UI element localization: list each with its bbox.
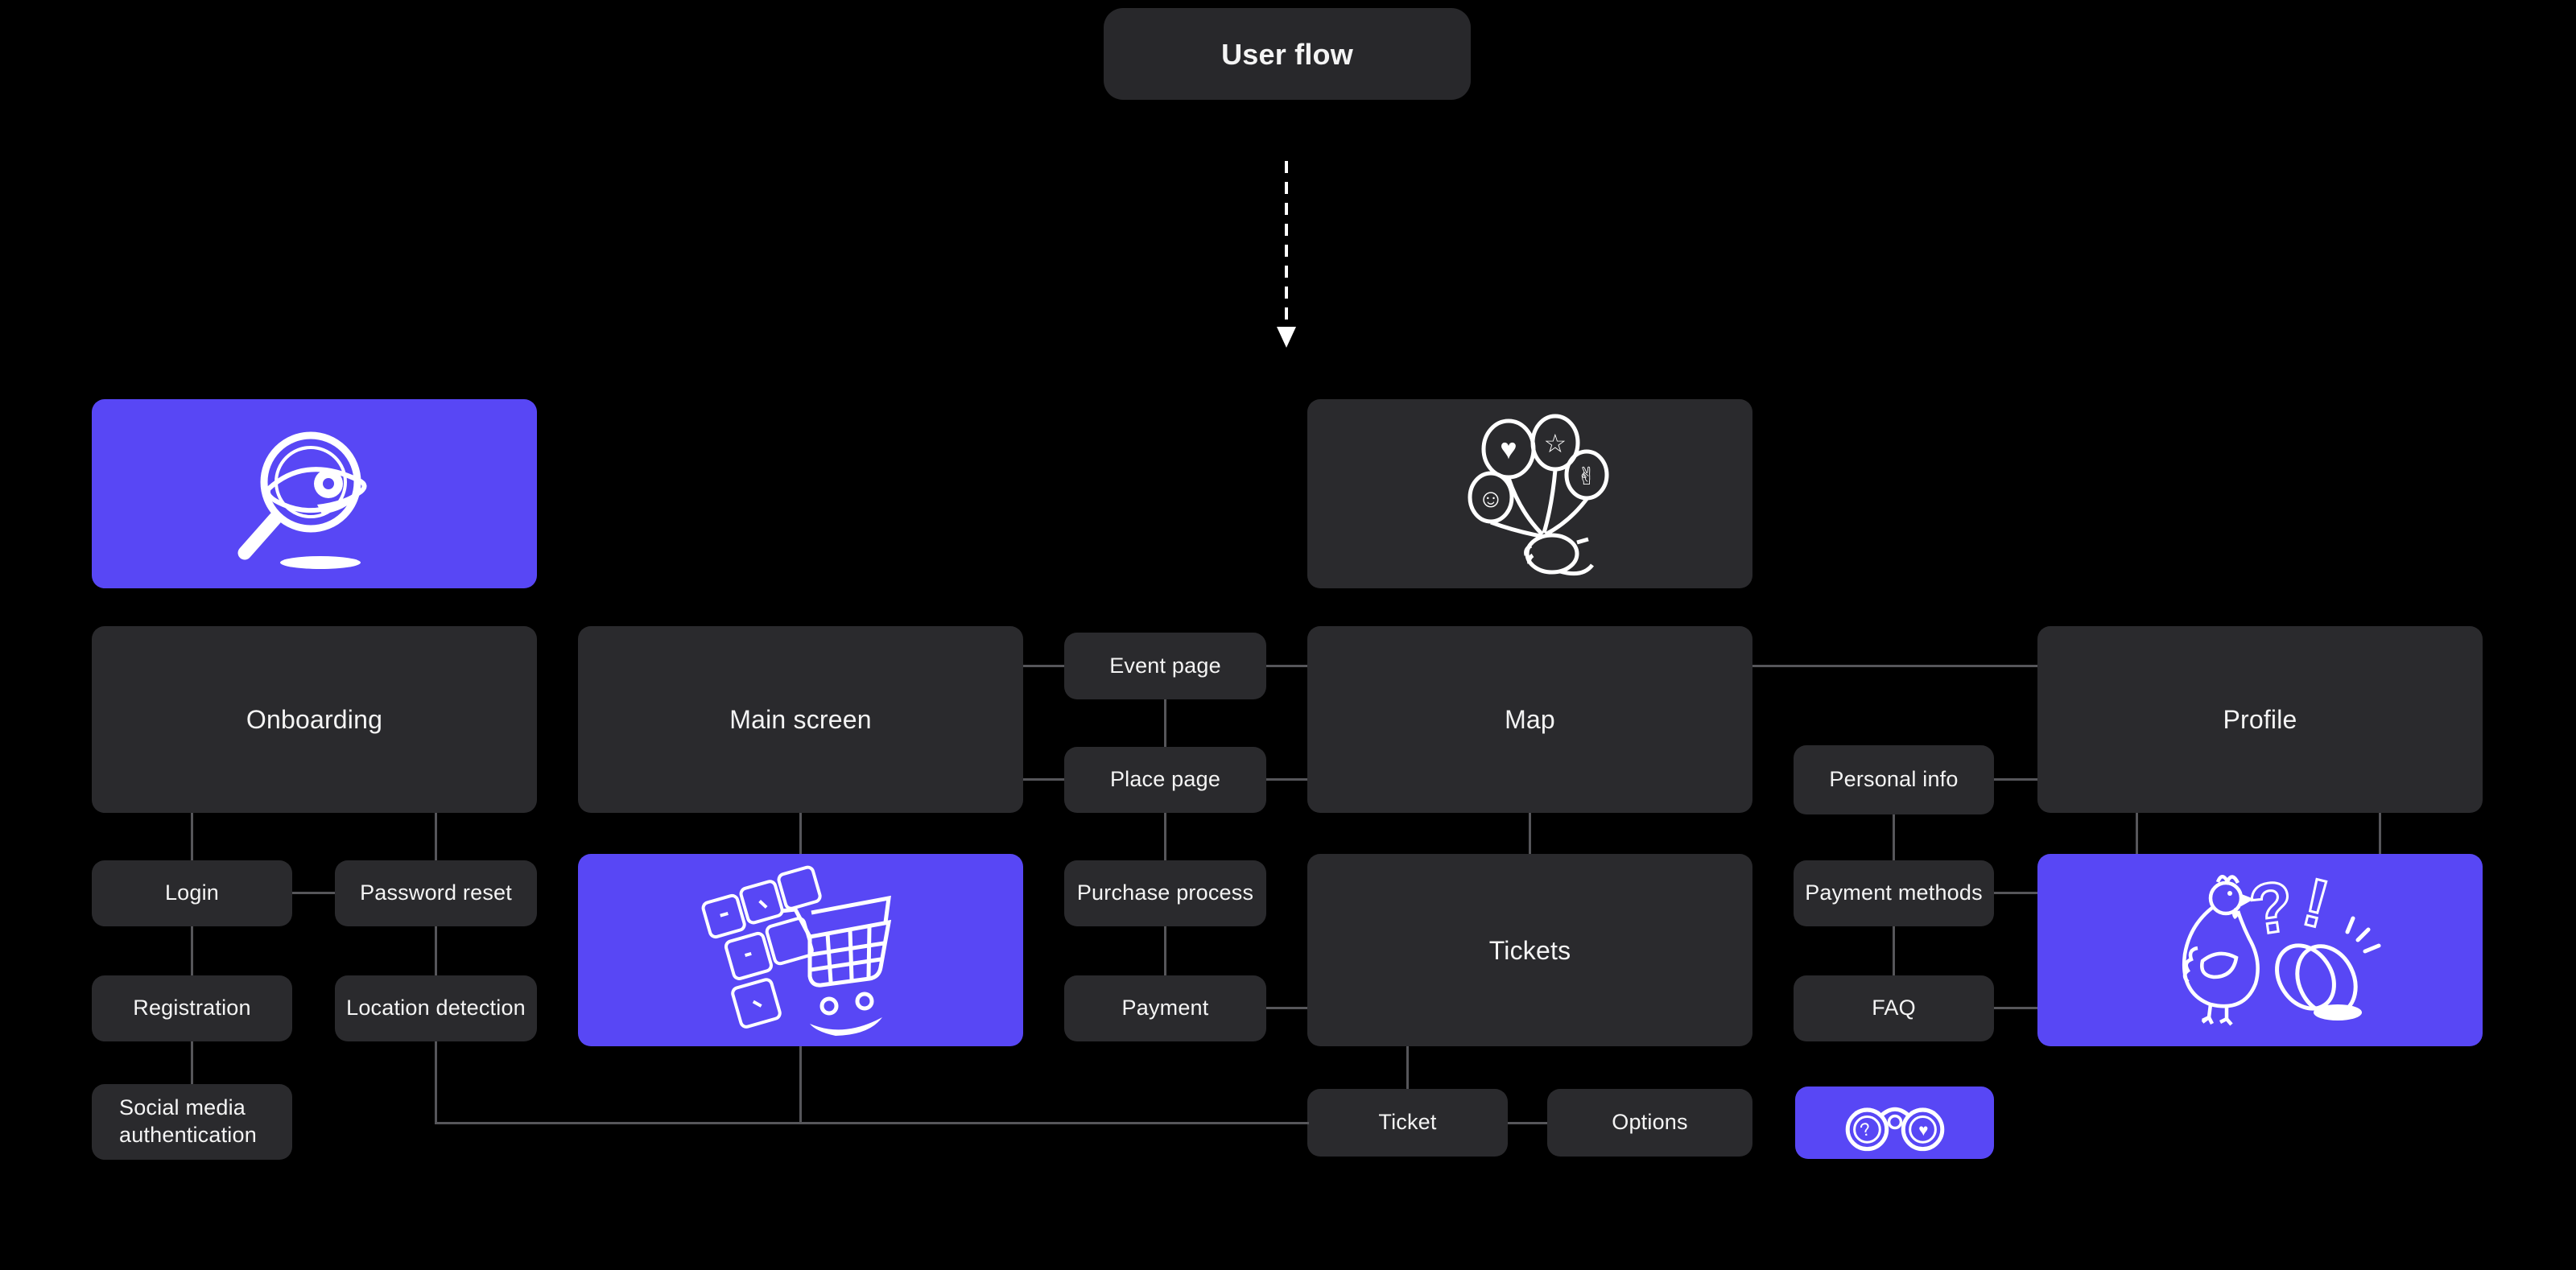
node-onboarding[interactable]: Onboarding xyxy=(92,626,537,813)
node-label: Social media authentication xyxy=(119,1095,257,1147)
node-options[interactable]: Options xyxy=(1547,1089,1752,1157)
node-label: FAQ xyxy=(1872,996,1916,1021)
node-password-reset[interactable]: Password reset xyxy=(335,860,537,926)
node-purchase-process[interactable]: Purchase process xyxy=(1064,860,1266,926)
binoculars-icon: ? ♥ xyxy=(1831,1089,1959,1157)
connector-line xyxy=(1266,665,1307,667)
node-label: Personal info xyxy=(1829,767,1959,792)
connector-line xyxy=(1164,926,1166,975)
search-illustration-card[interactable] xyxy=(92,399,537,588)
node-location-detection[interactable]: Location detection xyxy=(335,975,537,1041)
connector-line xyxy=(2379,813,2381,854)
node-label: Registration xyxy=(133,996,251,1021)
node-main-screen[interactable]: Main screen xyxy=(578,626,1023,813)
flow-arrow-icon xyxy=(1277,161,1296,348)
balloons-icon: ♥ ☆ ✌ ☺ xyxy=(1438,407,1623,580)
node-login[interactable]: Login xyxy=(92,860,292,926)
node-faq[interactable]: FAQ xyxy=(1794,975,1994,1041)
connector-line xyxy=(1893,814,1895,860)
connector-line xyxy=(1266,778,1307,781)
connector-line xyxy=(799,813,802,854)
balloons-illustration-card[interactable]: ♥ ☆ ✌ ☺ xyxy=(1307,399,1752,588)
svg-text:♥: ♥ xyxy=(1500,432,1517,465)
connector-line xyxy=(1164,813,1166,860)
connector-line xyxy=(1994,1007,2037,1009)
chicken-egg-icon: ? ! xyxy=(2140,862,2381,1043)
shopping-cart-keyboard-icon xyxy=(692,860,910,1036)
node-label: Tickets xyxy=(1488,935,1571,965)
connector-line xyxy=(1508,1122,1547,1124)
node-label: Purchase process xyxy=(1076,880,1254,905)
connector-line xyxy=(1994,778,2037,781)
connector-line xyxy=(1406,1046,1409,1089)
node-profile[interactable]: Profile xyxy=(2037,626,2483,813)
page-title: User flow xyxy=(1221,37,1353,71)
node-map[interactable]: Map xyxy=(1307,626,1752,813)
connector-line xyxy=(435,1041,437,1124)
node-label: Ticket xyxy=(1378,1110,1437,1135)
node-personal-info[interactable]: Personal info xyxy=(1794,745,1994,814)
svg-text:✌: ✌ xyxy=(1576,464,1596,490)
node-ticket[interactable]: Ticket xyxy=(1307,1089,1508,1157)
connector-line xyxy=(1266,1007,1307,1009)
svg-text:!: ! xyxy=(2295,863,2335,942)
connector-line xyxy=(1023,665,1064,667)
node-label: Onboarding xyxy=(246,705,383,734)
connector-line xyxy=(1994,892,2037,894)
connector-line xyxy=(435,1122,1309,1124)
node-tickets[interactable]: Tickets xyxy=(1307,854,1752,1046)
svg-text:☆: ☆ xyxy=(1543,429,1567,458)
svg-text:♥: ♥ xyxy=(1918,1121,1928,1140)
connector-line xyxy=(2136,813,2138,854)
node-registration[interactable]: Registration xyxy=(92,975,292,1041)
node-payment-methods[interactable]: Payment methods xyxy=(1794,860,1994,926)
svg-text:?: ? xyxy=(1857,1119,1872,1140)
node-label: Map xyxy=(1505,705,1555,734)
node-label: Options xyxy=(1612,1110,1688,1135)
node-label: Place page xyxy=(1109,767,1221,792)
node-label: Main screen xyxy=(729,705,872,734)
node-social-media-authentication[interactable]: Social media authentication xyxy=(92,1084,292,1160)
connector-line xyxy=(191,813,193,860)
magnifier-eye-icon xyxy=(214,411,415,569)
connector-line xyxy=(1893,926,1895,975)
node-label: Event page xyxy=(1109,653,1221,678)
svg-text:☺: ☺ xyxy=(1477,484,1504,513)
node-payment[interactable]: Payment xyxy=(1064,975,1266,1041)
connector-line xyxy=(799,1046,802,1124)
node-label: Location detection xyxy=(346,996,526,1021)
node-event-page[interactable]: Event page xyxy=(1064,633,1266,699)
connector-line xyxy=(1023,778,1064,781)
node-label: Login xyxy=(164,880,220,905)
node-label: Profile xyxy=(2223,705,2297,734)
svg-text:?: ? xyxy=(2244,865,2298,950)
cart-illustration-card[interactable] xyxy=(578,854,1023,1046)
connector-line xyxy=(1164,699,1166,747)
connector-line xyxy=(1529,813,1531,854)
title-card[interactable]: User flow xyxy=(1104,8,1471,100)
node-label: Payment xyxy=(1121,996,1209,1021)
connector-line xyxy=(191,926,193,975)
node-label: Payment methods xyxy=(1805,880,1983,905)
chicken-illustration-card[interactable]: ? ! xyxy=(2037,854,2483,1046)
connector-line xyxy=(292,892,335,894)
connector-line xyxy=(191,1041,193,1084)
node-place-page[interactable]: Place page xyxy=(1064,747,1266,813)
node-label: Password reset xyxy=(360,880,512,905)
connector-line xyxy=(1752,665,2037,667)
connector-line xyxy=(435,813,437,860)
connector-line xyxy=(435,926,437,975)
binoculars-illustration-card[interactable]: ? ♥ xyxy=(1795,1087,1994,1159)
